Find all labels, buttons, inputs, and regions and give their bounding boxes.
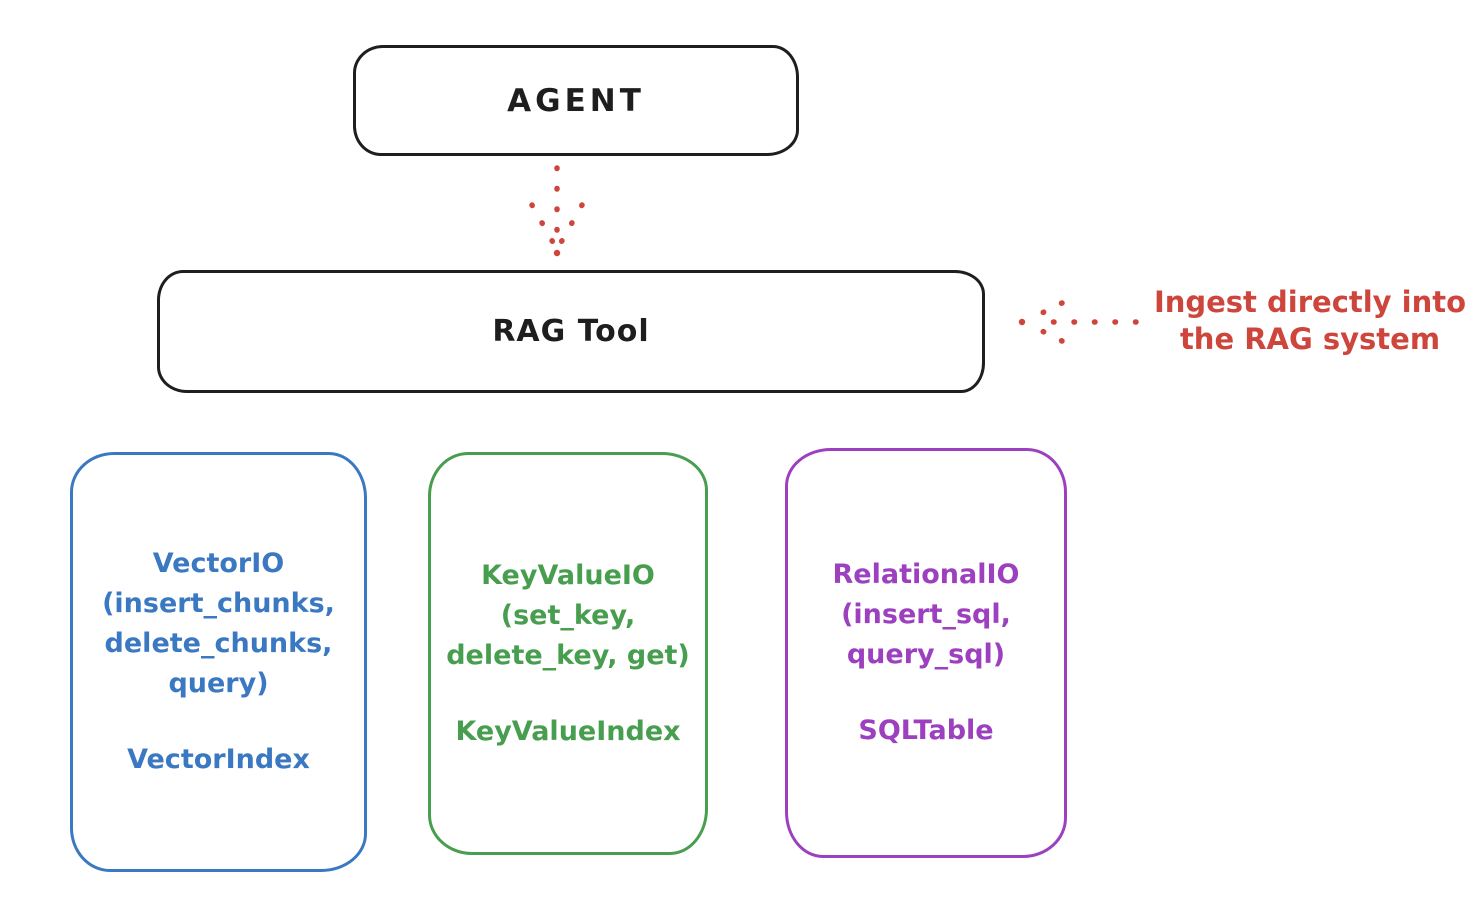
relational-io-lines: RelationalIO (insert_sql, query_sql) bbox=[833, 555, 1020, 675]
vector-io-lines: VectorIO (insert_chunks, delete_chunks, … bbox=[102, 544, 335, 704]
ingest-annotation-line: Ingest directly into bbox=[1153, 285, 1467, 319]
relational-io-node: RelationalIO (insert_sql, query_sql) SQL… bbox=[785, 448, 1067, 858]
annotation-to-rag-dotted-arrow-icon bbox=[1018, 300, 1139, 344]
agent-node: AGENT bbox=[353, 45, 799, 156]
node-text-line: KeyValueIO bbox=[481, 559, 655, 591]
node-text-line: query_sql) bbox=[846, 639, 1006, 670]
vector-index-label: VectorIndex bbox=[127, 744, 310, 775]
node-text-line: delete_chunks, bbox=[104, 628, 333, 659]
node-text-line: delete_key, get) bbox=[446, 639, 690, 671]
keyvalue-io-node: KeyValueIO (set_key, delete_key, get) Ke… bbox=[428, 452, 708, 855]
keyvalue-index-label: KeyValueIndex bbox=[455, 715, 681, 747]
node-text-line: (insert_sql, bbox=[841, 599, 1011, 630]
node-text-line: (set_key, bbox=[500, 599, 636, 631]
keyvalue-io-lines: KeyValueIO (set_key, delete_key, get) bbox=[446, 556, 690, 676]
rag-tool-label: RAG Tool bbox=[492, 314, 650, 349]
agent-to-rag-dotted-arrow-icon bbox=[529, 165, 585, 257]
ingest-annotation: Ingest directly into the RAG system bbox=[1138, 284, 1482, 358]
node-text-line: RelationalIO bbox=[832, 559, 1020, 590]
node-text-line: query) bbox=[168, 668, 269, 699]
rag-tool-node: RAG Tool bbox=[157, 270, 985, 393]
node-text-line: (insert_chunks, bbox=[102, 588, 335, 619]
node-text-line: VectorIO bbox=[152, 548, 285, 579]
agent-label: AGENT bbox=[507, 82, 645, 119]
sql-table-label: SQLTable bbox=[858, 715, 994, 746]
vector-io-node: VectorIO (insert_chunks, delete_chunks, … bbox=[70, 452, 367, 872]
ingest-annotation-line: the RAG system bbox=[1179, 322, 1441, 356]
